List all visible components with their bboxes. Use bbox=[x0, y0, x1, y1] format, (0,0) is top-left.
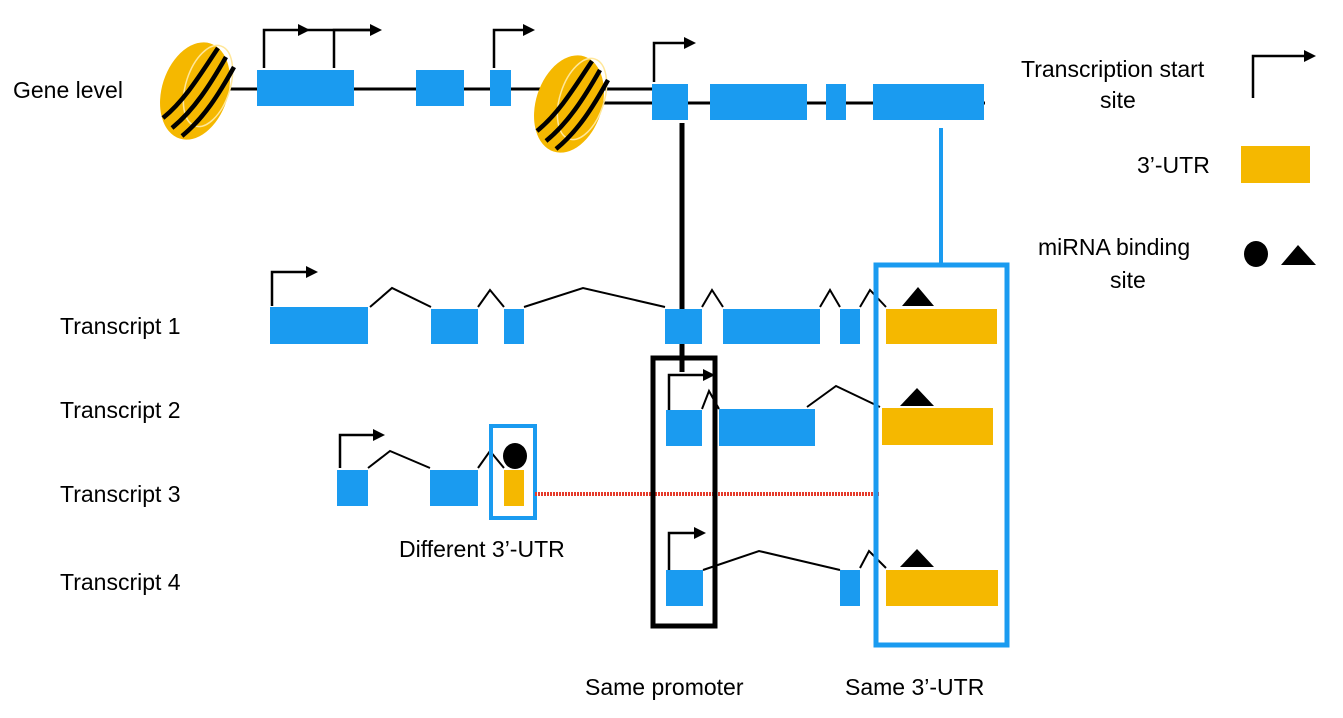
exon bbox=[840, 309, 860, 344]
same-promoter-box bbox=[650, 355, 718, 629]
transcript-1-label: Transcript 1 bbox=[60, 313, 181, 339]
utr-block bbox=[886, 570, 998, 606]
mirna-binding-site-triangle-icon bbox=[900, 549, 934, 567]
legend-mirna-circle-icon bbox=[1244, 241, 1268, 267]
transcript-4-label: Transcript 4 bbox=[60, 569, 181, 595]
legend-mirna-triangle-icon bbox=[1281, 245, 1316, 265]
tss-arrow-icon bbox=[270, 270, 306, 306]
tss-arrowhead-icon bbox=[694, 527, 706, 539]
intron-lines bbox=[701, 384, 881, 410]
same-promoter-label: Same promoter bbox=[585, 674, 744, 700]
exon bbox=[840, 570, 860, 606]
exon bbox=[504, 309, 524, 344]
same-utr-label: Same 3’-UTR bbox=[845, 674, 984, 700]
exon bbox=[665, 309, 702, 344]
exon bbox=[719, 409, 815, 446]
exon bbox=[666, 570, 703, 606]
tss-arrow-icon bbox=[338, 433, 375, 468]
gene-exon bbox=[652, 84, 688, 120]
mirna-binding-site-triangle-icon bbox=[900, 388, 934, 406]
gene-level-label: Gene level bbox=[13, 77, 123, 103]
legend-utr-label: 3’-UTR bbox=[1137, 152, 1210, 178]
different-utr-box bbox=[489, 424, 537, 520]
mirna-binding-site-triangle-icon bbox=[902, 287, 934, 306]
exon bbox=[430, 470, 478, 506]
exon bbox=[270, 307, 368, 344]
gene-exon bbox=[826, 84, 846, 120]
transcript-2-label: Transcript 2 bbox=[60, 397, 181, 423]
tss-arrowhead-icon bbox=[703, 369, 715, 381]
tss-arrow-icon bbox=[262, 28, 684, 82]
transcript-1-row: Transcript 1 bbox=[60, 266, 997, 344]
gene-exon bbox=[873, 84, 984, 120]
transcript-2-row: Transcript 2 bbox=[60, 369, 993, 446]
transcript-3-row: Transcript 3 Different 3’-UTR bbox=[60, 424, 880, 562]
exon bbox=[337, 470, 368, 506]
transcript-4-row: Transcript 4 bbox=[60, 527, 998, 606]
tss-arrow-icon bbox=[667, 531, 696, 570]
utr-block bbox=[886, 309, 997, 344]
tss-arrow-icon bbox=[667, 373, 706, 410]
intron-lines bbox=[367, 449, 505, 469]
legend-tss-arrow-icon bbox=[1251, 54, 1306, 98]
transcript-3-label: Transcript 3 bbox=[60, 481, 181, 507]
gene-level-row: Gene level bbox=[13, 24, 985, 372]
legend-tss-label: Transcription start bbox=[1021, 56, 1205, 82]
same-utr-box bbox=[873, 262, 1010, 648]
legend-tss-label-line2: site bbox=[1100, 87, 1136, 113]
legend-mirna-label-line2: site bbox=[1110, 267, 1146, 293]
exon bbox=[431, 309, 478, 344]
exon bbox=[666, 410, 702, 446]
nucleosome-icon bbox=[160, 42, 236, 140]
mirna-binding-site-circle-icon bbox=[503, 443, 527, 469]
gene-exon bbox=[490, 70, 511, 106]
tss-arrowhead-icon bbox=[298, 24, 696, 49]
nucleosome-icon-2 bbox=[534, 55, 610, 153]
legend-utr-swatch bbox=[1241, 146, 1310, 183]
tss-arrowhead-icon bbox=[306, 266, 318, 278]
utr-block bbox=[882, 408, 993, 445]
intron-lines bbox=[369, 286, 887, 308]
exon bbox=[723, 309, 820, 344]
different-utr-label: Different 3’-UTR bbox=[399, 536, 565, 562]
gene-exon bbox=[710, 84, 807, 120]
gene-exon bbox=[257, 70, 354, 106]
intron-lines bbox=[702, 549, 887, 571]
legend-tss-arrowhead-icon bbox=[1304, 50, 1316, 62]
gene-exon bbox=[416, 70, 464, 106]
tss-arrowhead-icon bbox=[373, 429, 385, 441]
utr-block bbox=[504, 470, 524, 506]
legend-mirna-label: miRNA binding bbox=[1038, 234, 1190, 260]
legend: Transcription start site 3’-UTR miRNA bi… bbox=[1021, 50, 1316, 293]
